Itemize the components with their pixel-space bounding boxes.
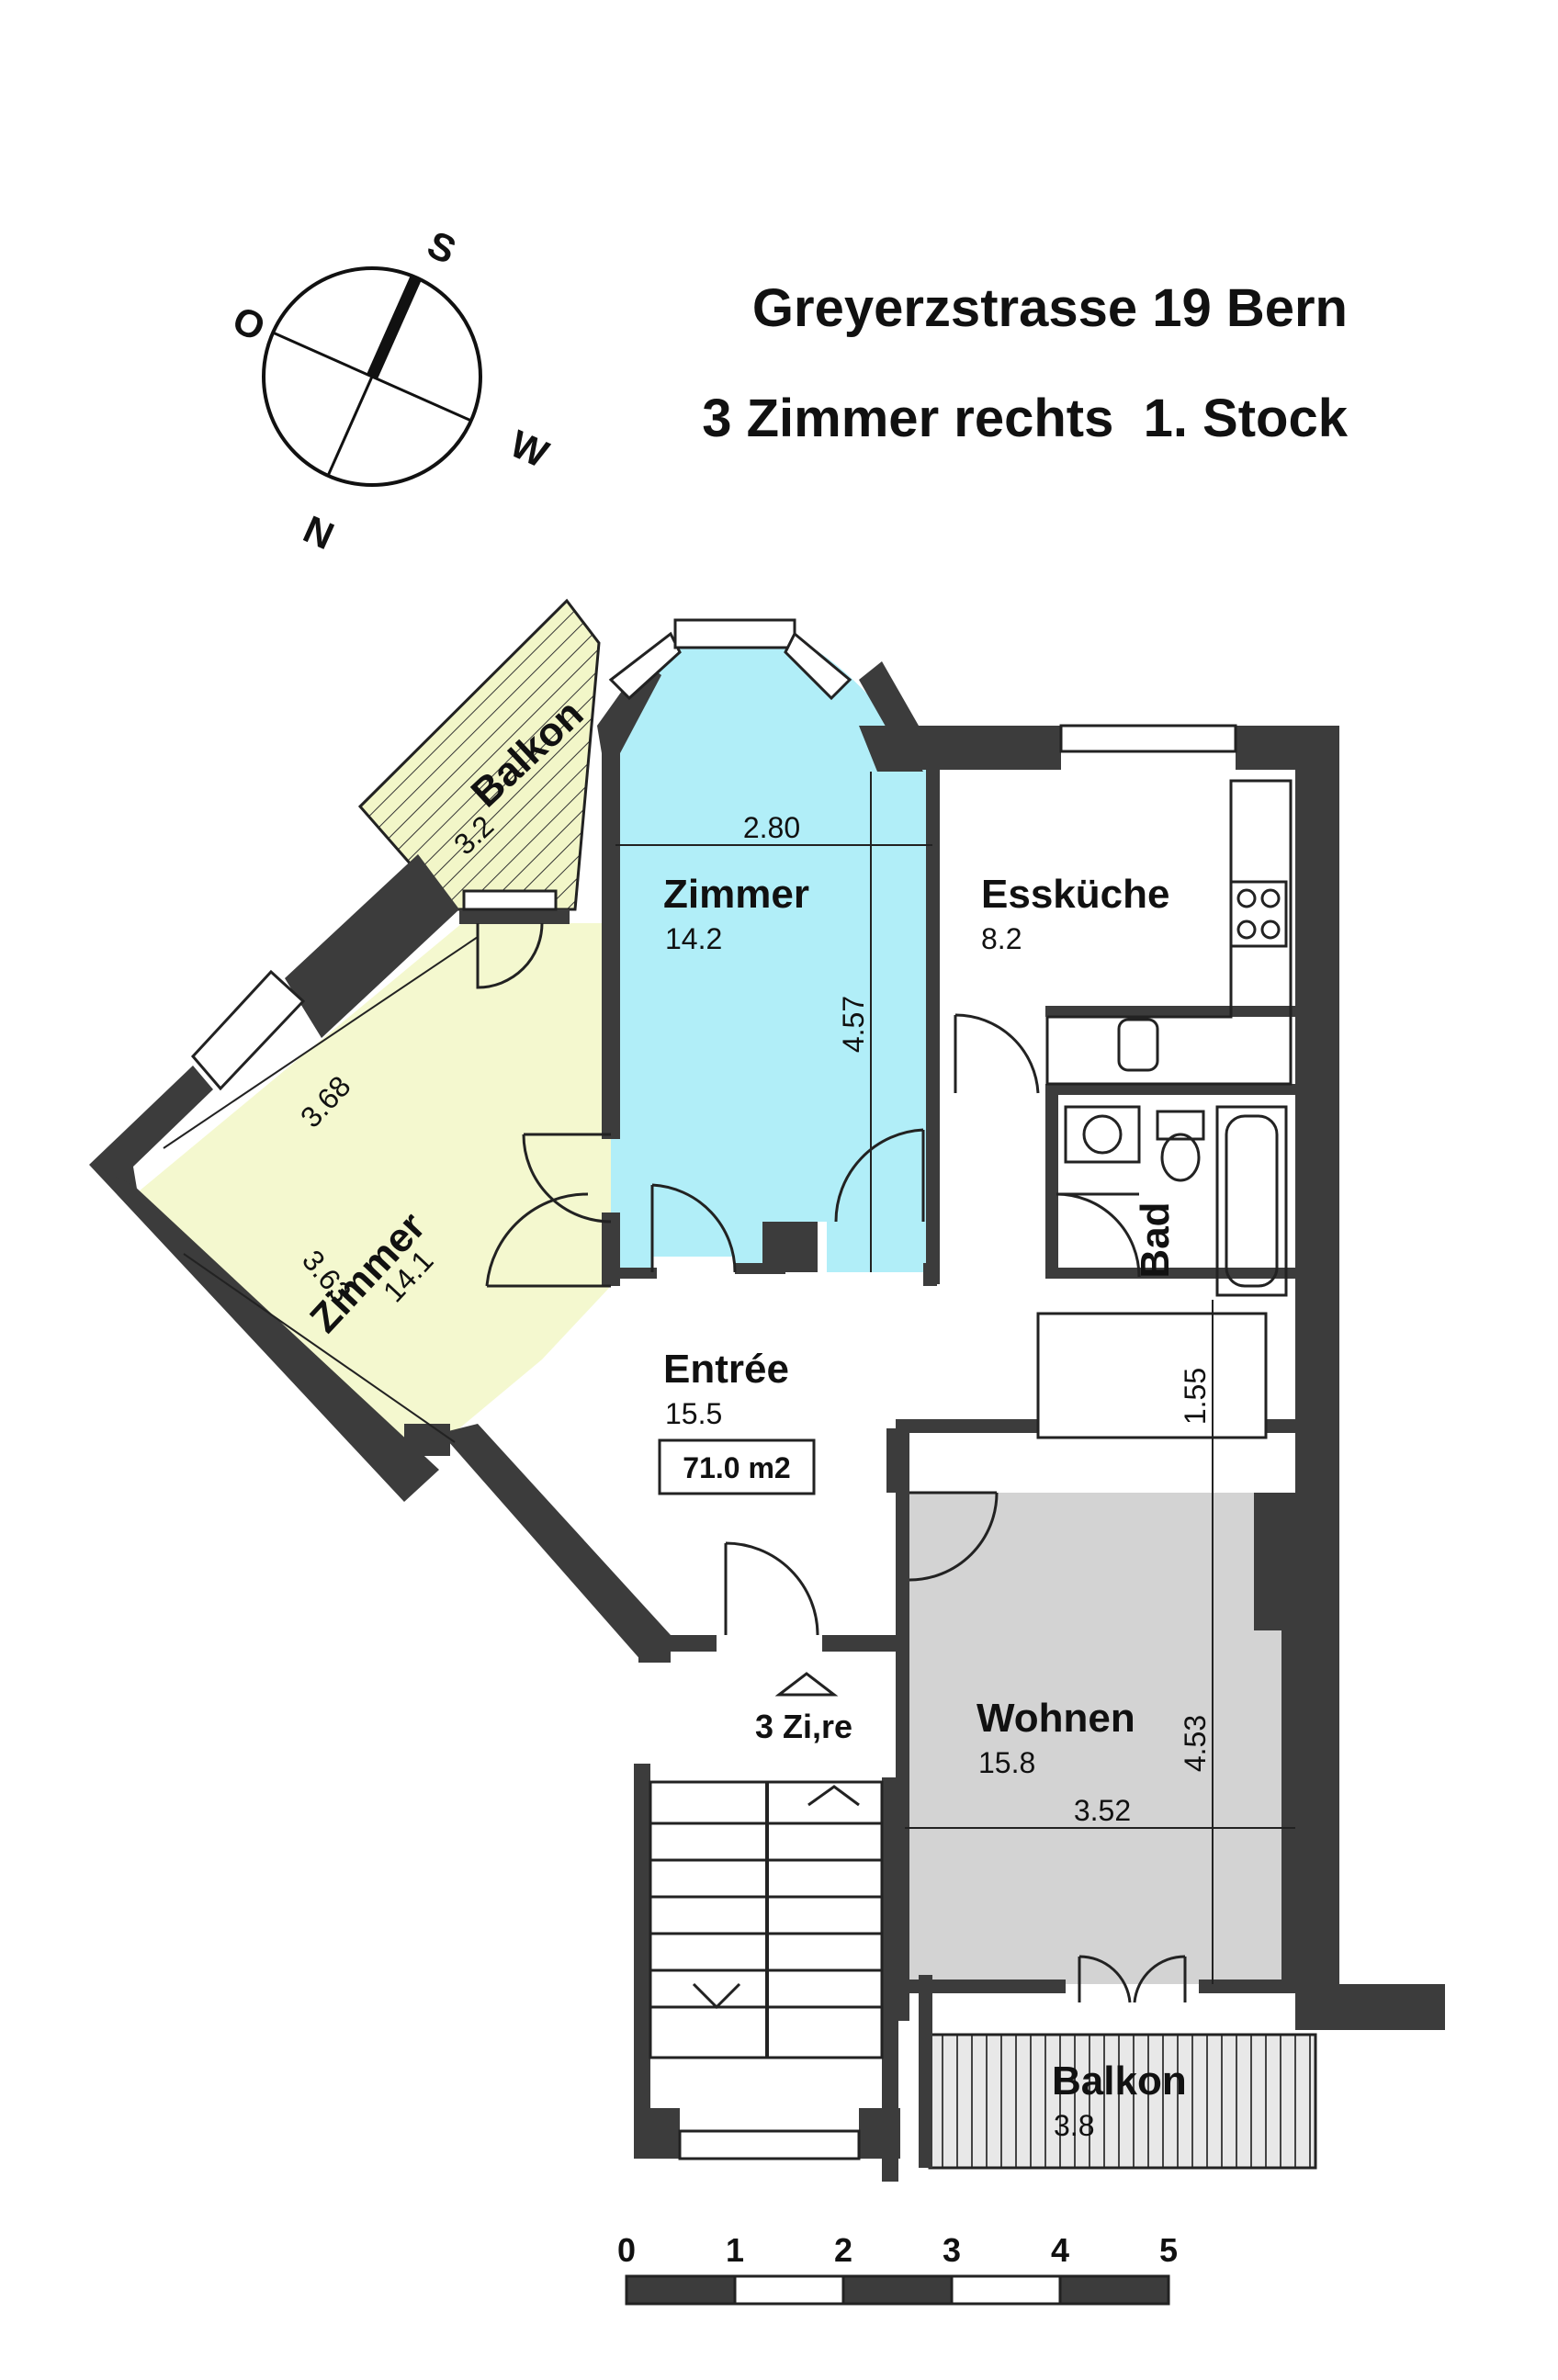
entree-area-value: 15.5 [665, 1397, 722, 1430]
zimmer-blue-area-value: 14.2 [665, 922, 722, 955]
wohnen-dim-h: 4.53 [1179, 1715, 1212, 1772]
total-area-box [658, 1438, 816, 1495]
compass-w: W [504, 422, 556, 476]
balkon-bottom-area-value: 3.8 [1054, 2109, 1094, 2142]
zimmer-blue-area [611, 643, 928, 1277]
scale-tick-3: 3 [943, 2231, 961, 2269]
wohnen-label: Wohnen [977, 1696, 1135, 1741]
bathroom-fixtures [1064, 1105, 1288, 1297]
zimmer-blue-label: Zimmer [663, 872, 809, 917]
walls [89, 618, 1445, 2182]
bad-label: Bad [1133, 1201, 1178, 1278]
entree-label: Entrée [663, 1347, 789, 1392]
scale-tick-0: 0 [617, 2231, 636, 2269]
address-title: Greyerzstrasse 19 Bern [752, 278, 1348, 338]
scale-tick-5: 5 [1159, 2231, 1178, 2269]
scale-bar [625, 2274, 1170, 2306]
entree-dim: 1.55 [1179, 1368, 1212, 1425]
zimmer-blue-dim-w: 2.80 [743, 811, 800, 844]
esskueche-label: Essküche [981, 872, 1169, 917]
unit-title: 3 Zimmer rechts 1. Stock [702, 389, 1348, 448]
doors [476, 922, 1187, 2003]
entrance-marker-icon [774, 1672, 839, 1697]
wohnen-dim-w: 3.52 [1074, 1794, 1131, 1827]
wohnen-area [896, 1493, 1286, 1984]
balkon-bottom-label: Balkon [1052, 2059, 1187, 2104]
zimmer-blue-dim-h: 4.57 [837, 996, 870, 1053]
entrance-label: 3 Zi,re [755, 1708, 852, 1745]
compass-s: S [422, 222, 463, 272]
kitchen-counter [1045, 779, 1293, 1086]
dimension-lines [163, 772, 1295, 1984]
balkon-top-area [357, 598, 601, 911]
stairs [649, 1780, 884, 2059]
compass-n: N [298, 507, 341, 558]
compass-rose [262, 266, 482, 487]
esskueche-area-value: 8.2 [981, 922, 1022, 955]
wohnen-area-value: 15.8 [978, 1746, 1035, 1779]
scale-tick-1: 1 [726, 2231, 744, 2269]
total-area: 71.0 m2 [683, 1451, 790, 1484]
scale-tick-4: 4 [1051, 2231, 1069, 2269]
zimmer-yellow-area [133, 923, 611, 1451]
scale-tick-2: 2 [834, 2231, 852, 2269]
compass-o: O [227, 298, 272, 349]
